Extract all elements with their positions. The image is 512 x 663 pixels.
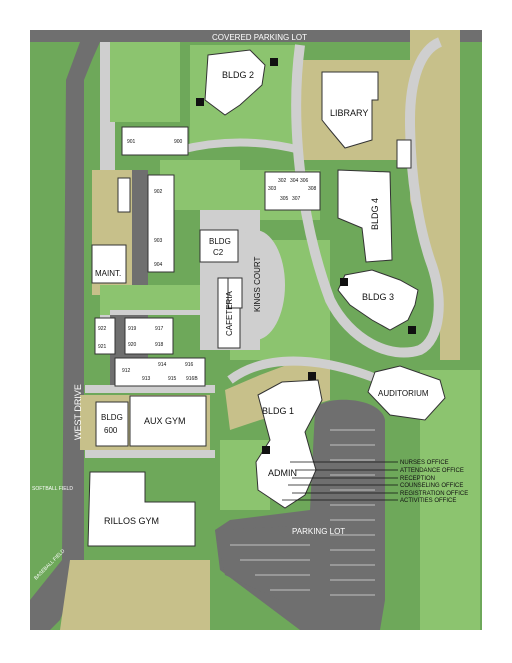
bldg-c2-label-line1: BLDG (209, 237, 231, 246)
bldg-600-label-line2: 600 (104, 426, 118, 435)
bldg-600[interactable] (95, 401, 129, 447)
room-912: 912 (122, 368, 131, 374)
entrance-markers (196, 58, 416, 454)
room-917: 917 (155, 326, 164, 332)
room-921: 921 (98, 344, 107, 350)
counseling-office-label: COUNSELING OFFICE (400, 483, 463, 489)
bldg-917-920[interactable] (124, 317, 174, 355)
room-304: 304 (290, 178, 299, 184)
room-913: 913 (142, 376, 151, 382)
room-302: 302 (278, 178, 287, 184)
registration-office-label: REGISTRATION OFFICE (400, 491, 468, 497)
covered-parking-lot-road (30, 30, 482, 42)
nurses-office-label: NURSES OFFICE (400, 460, 449, 466)
room-303: 303 (268, 186, 277, 192)
room-904: 904 (154, 262, 163, 268)
auditorium-label: AUDITORIUM (378, 389, 429, 398)
bldg-3[interactable] (337, 269, 419, 331)
parking-lot-label: PARKING LOT (292, 527, 345, 536)
bldg-912-916[interactable] (114, 357, 206, 387)
room-305: 305 (280, 196, 289, 202)
aux-gym[interactable] (129, 395, 207, 447)
room-901: 901 (127, 139, 136, 145)
bldg-3-label: BLDG 3 (362, 292, 394, 302)
room-306: 306 (300, 178, 309, 184)
room-916b: 916B (186, 376, 198, 382)
room-916: 916 (185, 362, 194, 368)
bldg-1-label: BLDG 1 (262, 406, 294, 416)
reception-label: RECEPTION (400, 476, 435, 482)
room-900: 900 (174, 139, 183, 145)
library-label: LIBRARY (330, 108, 368, 118)
bldg-c2[interactable] (199, 229, 239, 263)
softball-field-label: SOFTBALL FIELD (32, 486, 73, 492)
parking-stalls (230, 429, 375, 596)
bldg-2-label: BLDG 2 (222, 70, 254, 80)
maint-label: MAINT. (95, 269, 121, 278)
west-drive-label: WEST DRIVE (73, 384, 83, 440)
bldg-300-wing[interactable] (264, 171, 321, 211)
admin-label: ADMIN (268, 468, 297, 478)
bldg-c2-label-line2: C2 (213, 248, 224, 257)
bldg-600-label-line1: BLDG (101, 413, 123, 422)
room-918: 918 (155, 342, 164, 348)
room-308: 308 (308, 186, 317, 192)
auditorium[interactable] (367, 365, 446, 421)
kings-court-label: KINGS COURT (253, 256, 262, 312)
rillos-gym-label: RILLOS GYM (104, 516, 159, 526)
attendance-office-label: ATTENDANCE OFFICE (400, 468, 464, 474)
rillos-gym[interactable] (87, 471, 196, 547)
activities-office-label: ACTIVITIES OFFICE (400, 498, 456, 504)
west-drive-road (30, 42, 100, 630)
room-914: 914 (158, 362, 167, 368)
admin-office-leaders (282, 461, 398, 501)
room-919: 919 (128, 326, 137, 332)
room-307: 307 (292, 196, 301, 202)
bldg-2[interactable] (204, 49, 266, 116)
room-902: 902 (154, 189, 163, 195)
bldg-900-wing[interactable] (121, 126, 189, 156)
room-915: 915 (168, 376, 177, 382)
covered-parking-lot-label: COVERED PARKING LOT (212, 33, 307, 42)
bldg-902-904[interactable] (147, 174, 175, 273)
bldg-921-922[interactable] (94, 317, 116, 355)
aux-gym-label: AUX GYM (144, 416, 186, 426)
bldg-4-label: BLDG 4 (370, 198, 380, 230)
cafeteria-label: CAFETERIA (225, 290, 234, 336)
room-920: 920 (128, 342, 137, 348)
room-922: 922 (98, 326, 107, 332)
room-903: 903 (154, 238, 163, 244)
maint[interactable] (91, 244, 127, 284)
library[interactable] (321, 71, 379, 149)
bldg-4[interactable] (337, 169, 393, 263)
